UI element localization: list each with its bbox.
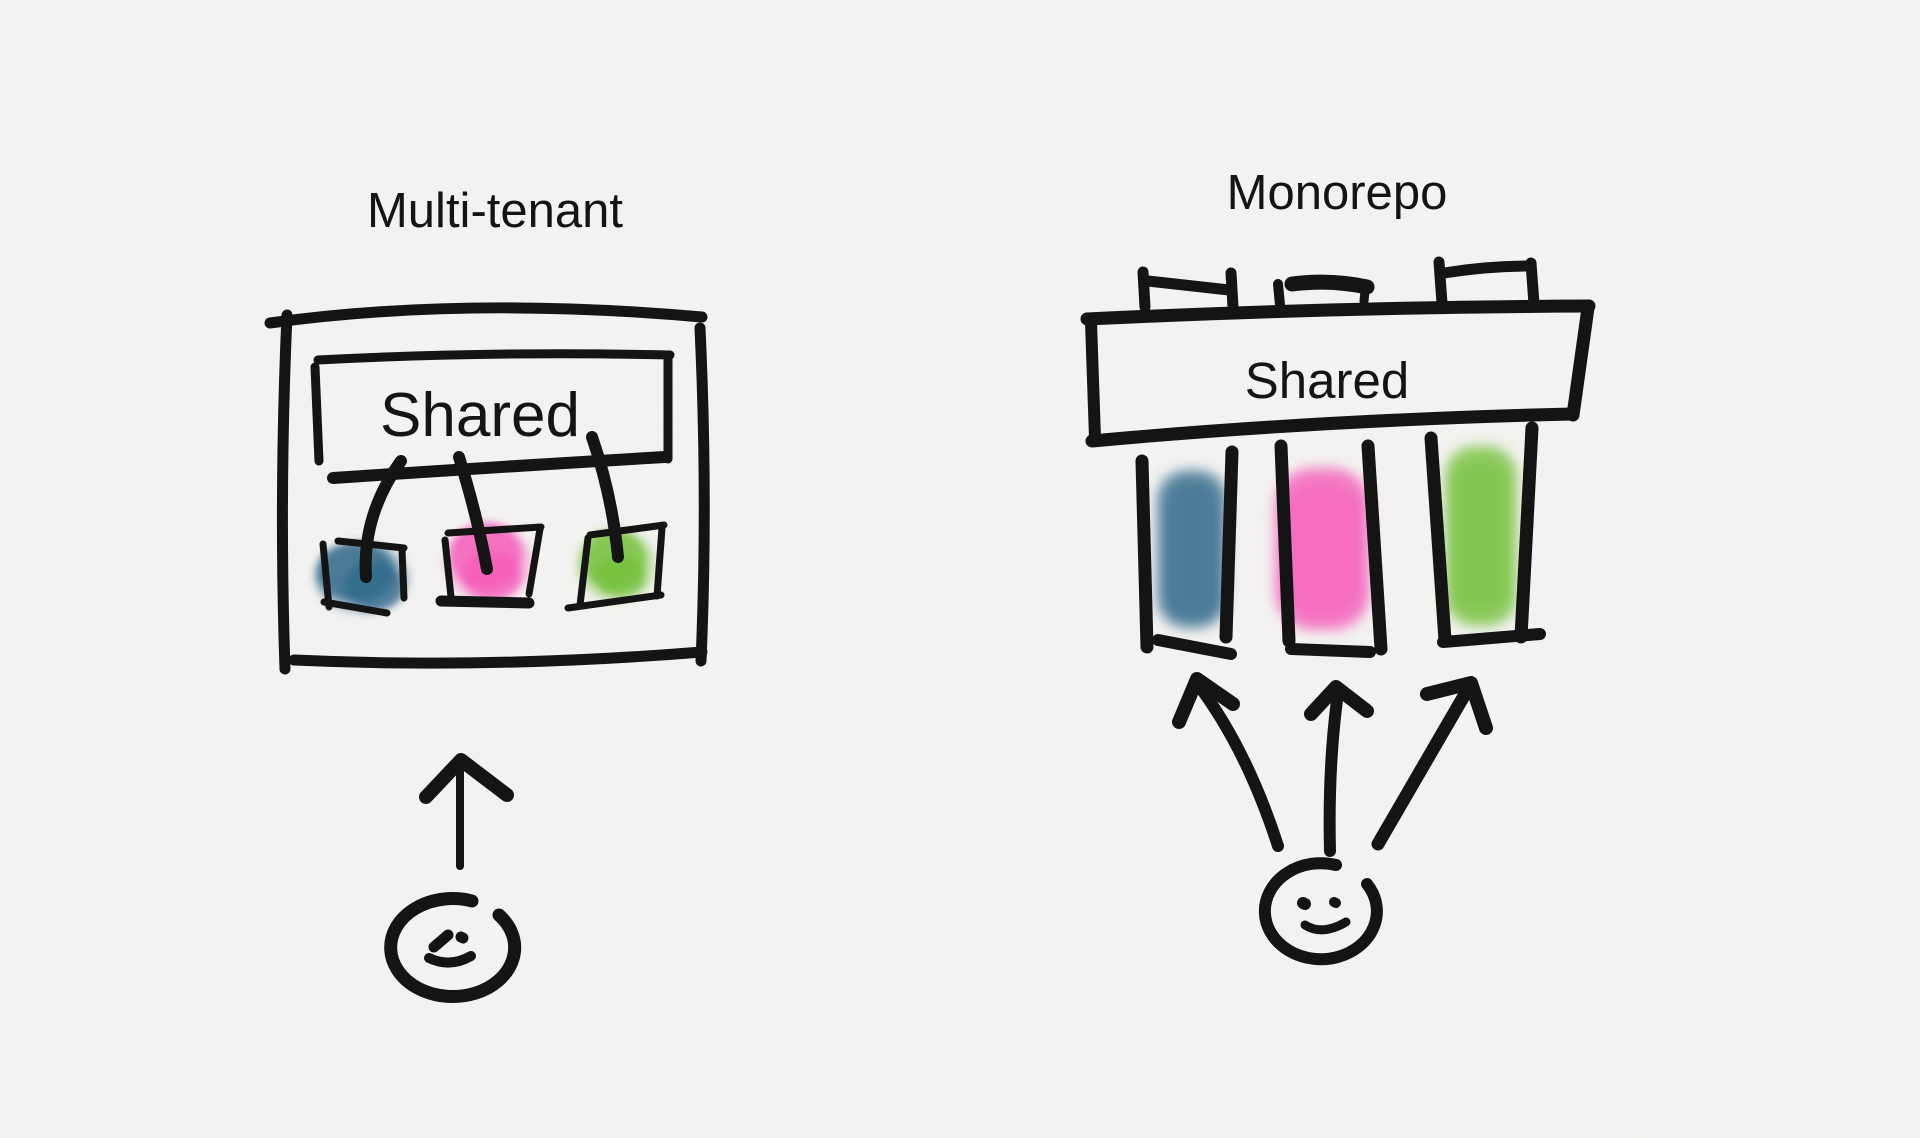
shared-box-left-edge <box>310 362 324 466</box>
arrow-to-green-shaft <box>1371 682 1475 851</box>
connector-to-green-tenant <box>586 431 624 563</box>
left-eye <box>1297 897 1311 910</box>
right-tenant-blobs <box>1157 446 1517 630</box>
plug-connector-3 <box>1433 256 1540 310</box>
shared-to-tenant-connectors <box>359 431 624 583</box>
tenant-column-blob-blue <box>1157 470 1227 628</box>
smile <box>1300 917 1351 935</box>
outer-box-left-edge <box>276 309 293 675</box>
smile <box>424 951 476 968</box>
arrow-to-blue-head <box>1172 672 1240 729</box>
tenant-column-pink <box>1274 439 1388 658</box>
shared-bar-bottom-edge <box>1085 407 1579 448</box>
left-smiley-face-icon <box>384 892 522 1004</box>
shared-bar-left-edge <box>1085 316 1101 444</box>
right-title: Monorepo <box>1227 166 1448 220</box>
left-separator-line <box>327 451 671 484</box>
shared-bar-right-edge <box>1566 301 1595 422</box>
plug-connector-1 <box>1137 266 1239 313</box>
arrow-to-pink-shaft <box>1323 694 1343 857</box>
labels: Multi-tenant Shared Monorepo Shared <box>367 166 1447 450</box>
left-eye <box>428 929 454 953</box>
arrow-head <box>419 753 514 804</box>
right-eye <box>455 931 469 944</box>
multi-tenant-outer-box <box>264 302 710 675</box>
tenant-box-blue <box>319 537 408 617</box>
tenant-column-blue <box>1135 445 1239 660</box>
right-eye <box>1329 897 1341 908</box>
tenant-column-green <box>1424 421 1546 648</box>
connector-to-blue-tenant <box>359 455 407 583</box>
face-outline <box>384 892 522 1004</box>
left-title: Multi-tenant <box>367 184 623 238</box>
multi-tenant-diagram <box>264 302 710 1004</box>
ink-layer <box>264 256 1596 1004</box>
outer-box-right-edge <box>694 322 710 667</box>
right-shared-label: Shared <box>1245 352 1409 409</box>
right-smiley-face-icon <box>1258 857 1383 966</box>
arrow-to-pink-head <box>1304 680 1374 721</box>
left-user-arrow <box>419 753 514 870</box>
monorepo-diagram <box>1080 256 1596 966</box>
plug-connector-2 <box>1273 274 1375 310</box>
tenant-box-pink <box>435 523 545 609</box>
connector-to-pink-tenant <box>453 451 493 575</box>
shared-bar-top-edge <box>1080 299 1596 326</box>
tenant-box-green <box>564 521 668 612</box>
outer-box-top-edge <box>264 302 708 329</box>
outer-box-bottom-edge <box>288 646 708 669</box>
arrow-to-blue-shaft <box>1190 676 1284 852</box>
arrow-to-green-head <box>1420 676 1493 735</box>
right-user-arrows <box>1172 672 1493 857</box>
tenant-column-blob-pink <box>1275 468 1370 630</box>
shared-box-top-edge <box>313 349 675 365</box>
tenant-column-blob-green <box>1445 446 1517 626</box>
left-shared-box <box>310 349 675 466</box>
right-shared-bar <box>1080 299 1596 448</box>
face-outline <box>1258 857 1383 966</box>
left-shared-label: Shared <box>380 381 580 450</box>
